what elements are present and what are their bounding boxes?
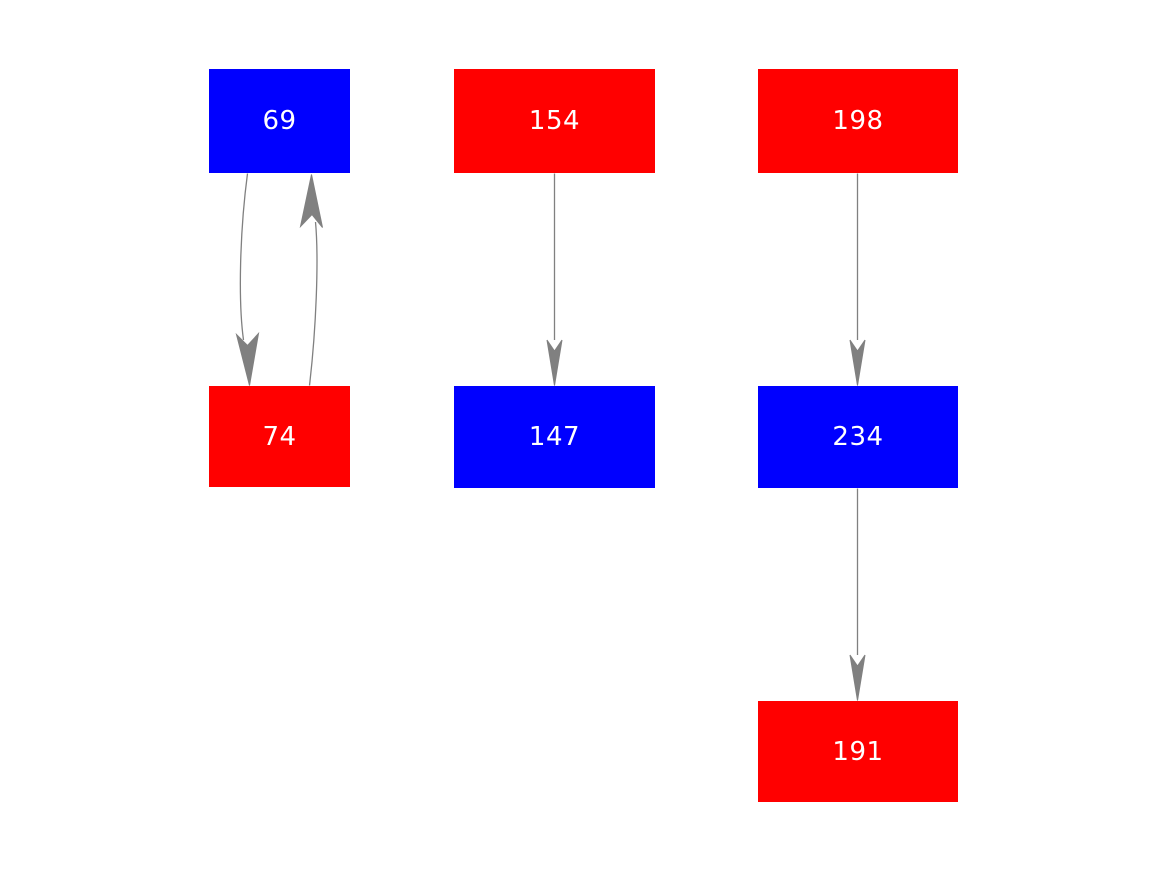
node-198[interactable]: 198 (758, 69, 958, 173)
edge-154-to-147 (546, 173, 563, 386)
node-label-69: 69 (262, 106, 297, 136)
node-69[interactable]: 69 (209, 69, 350, 173)
node-74[interactable]: 74 (209, 386, 350, 487)
node-154[interactable]: 154 (454, 69, 655, 173)
node-label-198: 198 (832, 106, 884, 136)
node-234[interactable]: 234 (758, 386, 958, 488)
node-label-154: 154 (528, 106, 581, 136)
edge-69-to-74 (235, 173, 260, 386)
edge-234-to-191 (849, 488, 866, 701)
node-191[interactable]: 191 (758, 701, 958, 802)
node-label-147: 147 (528, 422, 581, 452)
node-label-74: 74 (262, 421, 297, 452)
node-label-191: 191 (832, 736, 884, 767)
node-label-234: 234 (832, 422, 884, 452)
node-147[interactable]: 147 (454, 386, 655, 488)
edge-74-to-69 (299, 174, 323, 386)
edge-198-to-234 (849, 173, 866, 386)
